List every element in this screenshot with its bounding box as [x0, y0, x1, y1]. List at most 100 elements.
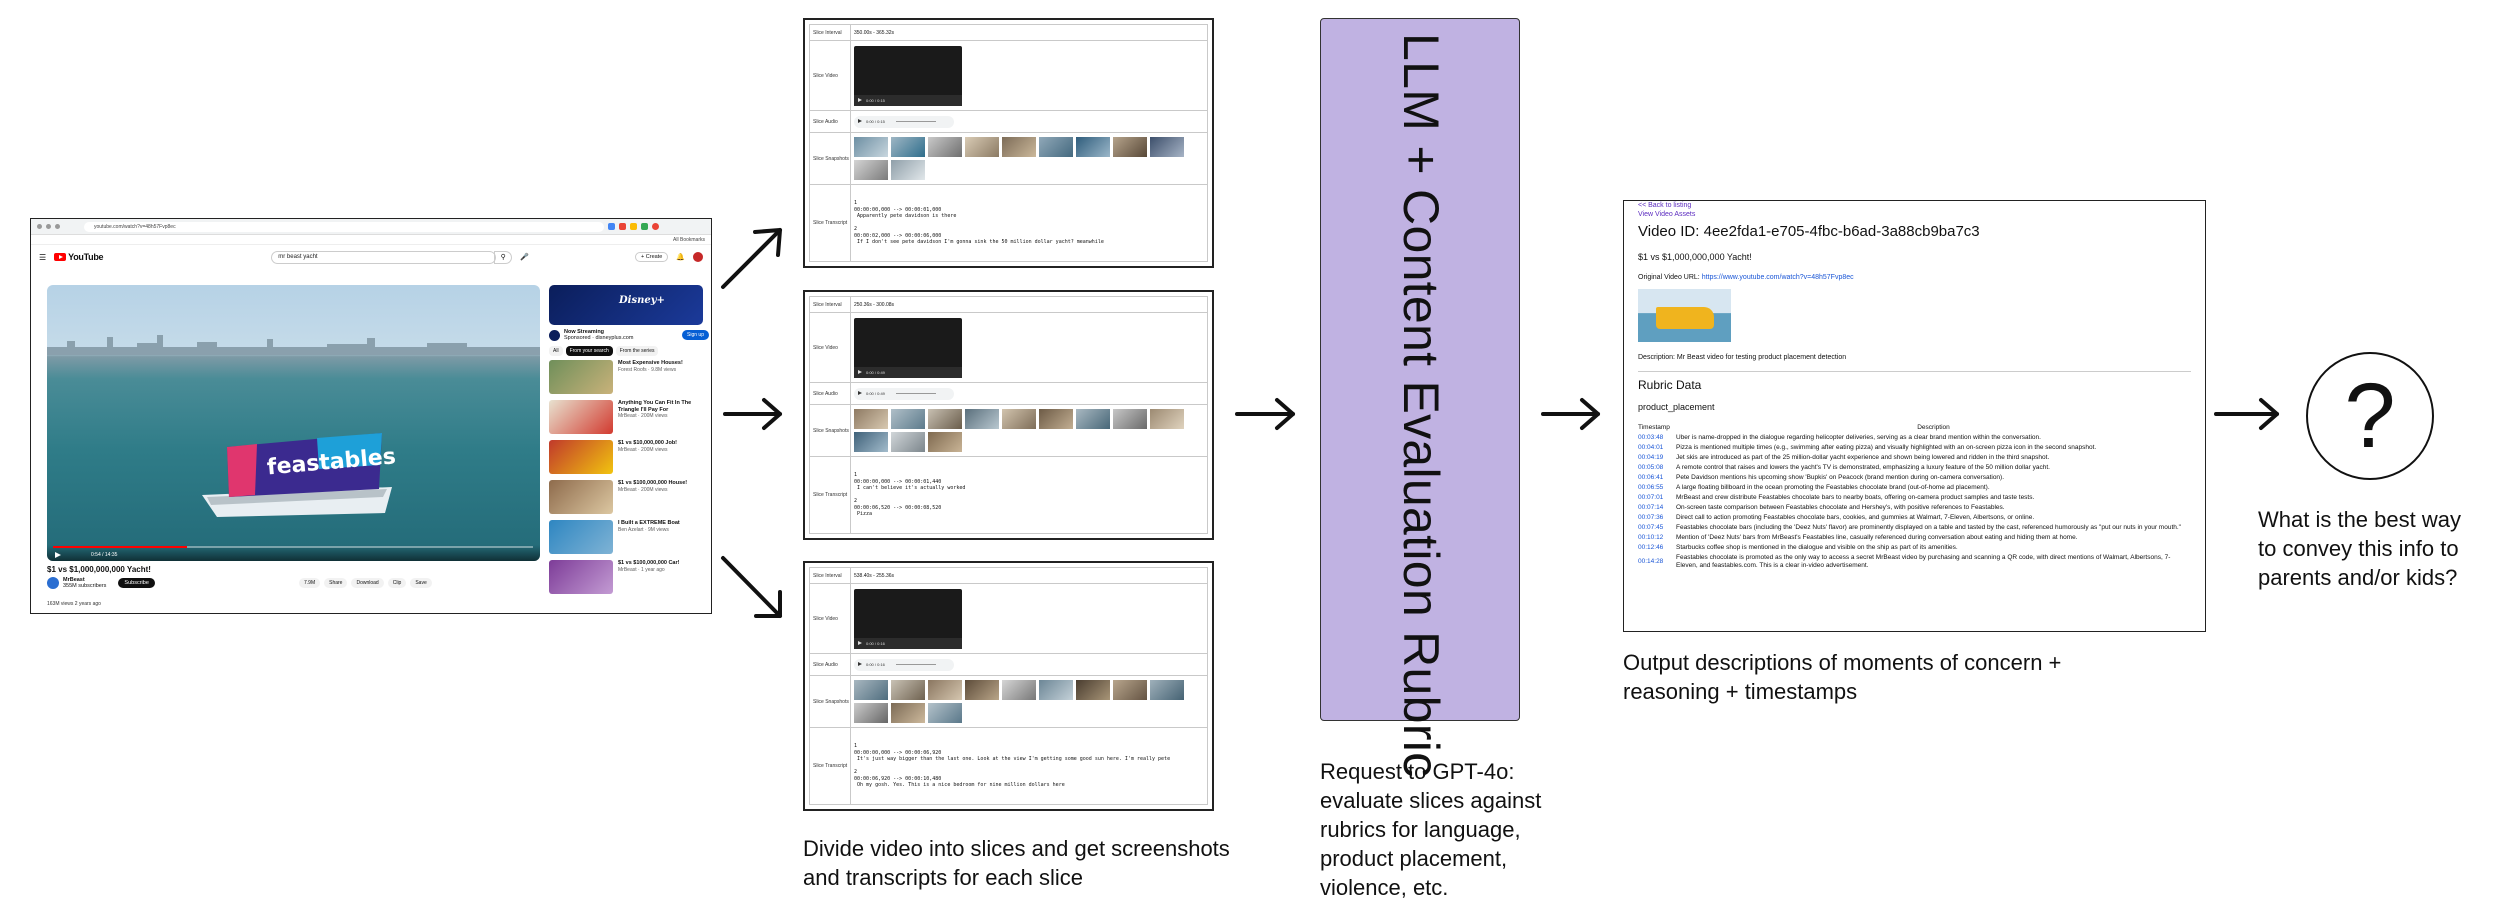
channel-row: MrBeast 355M subscribers Subscribe [47, 577, 155, 589]
slice-audio-player[interactable]: 0:00 / 0:16 [854, 658, 954, 671]
table-row: 00:03:48 Uber is name-dropped in the dial… [1638, 433, 2191, 443]
channel-name[interactable]: MrBeast [63, 577, 85, 583]
search-icon[interactable]: ⚲ [494, 250, 513, 264]
avatar[interactable] [693, 252, 703, 262]
all-bookmarks[interactable]: All Bookmarks [673, 237, 705, 243]
timestamp-link[interactable]: 00:06:55 [1638, 484, 1664, 491]
rec-title[interactable]: Most Expensive Houses! [618, 360, 683, 366]
slice-audio-player[interactable]: 0:00 / 0:49 [854, 387, 954, 400]
row-description: Uber is name-dropped in the dialogue reg… [1676, 434, 2041, 441]
search-input[interactable]: mr beast yacht [271, 250, 497, 264]
subscribe-button[interactable]: Subscribe [118, 578, 155, 588]
slice-video-player[interactable]: 0:00 / 0:16 [854, 588, 962, 649]
extension-icon[interactable] [630, 223, 637, 230]
extension-icon[interactable] [641, 223, 648, 230]
timestamp-link[interactable]: 00:03:48 [1638, 434, 1664, 441]
ad-banner[interactable]: Disney+ [549, 285, 703, 325]
recommendation-sidebar: Disney+ Now Streaming Sponsored · disney… [549, 285, 709, 596]
rec-title[interactable]: $1 vs $100,000,000 House! [618, 480, 688, 486]
timestamp-link[interactable]: 00:07:14 [1638, 504, 1664, 511]
timestamp-link[interactable]: 00:04:19 [1638, 454, 1664, 461]
question-mark: ? [2344, 365, 2396, 467]
youtube-logo[interactable]: YouTube [54, 252, 104, 262]
video-player[interactable]: feastables 0:54 / 14:35 [47, 285, 540, 561]
list-item[interactable]: Most Expensive Houses!Forest Roofs · 9.8… [549, 360, 709, 396]
microphone-icon[interactable]: 🎤 [520, 254, 529, 261]
menu-icon[interactable]: ☰ [39, 252, 47, 262]
clip-button[interactable]: Clip [387, 578, 407, 588]
play-icon[interactable] [55, 552, 61, 558]
video-description: Description: Mr Beast video for testing … [1638, 354, 1847, 361]
slice-video-player[interactable]: 0:00 / 0:15 [854, 45, 962, 106]
download-button[interactable]: Download [351, 578, 384, 588]
timestamp-link[interactable]: 00:07:45 [1638, 524, 1664, 531]
video-thumbnail[interactable] [549, 360, 613, 394]
feastables-boat: feastables [202, 433, 397, 517]
list-item[interactable]: $1 vs $100,000,000 Car!MrBeast · 1 year … [549, 560, 709, 596]
forward-icon[interactable] [46, 224, 51, 229]
rec-title[interactable]: Anything You Can Fit In The Triangle I'l… [618, 400, 692, 413]
slice-video-label: Slice Video [809, 40, 851, 111]
timestamp-link[interactable]: 00:04:01 [1638, 444, 1664, 451]
timestamp-link[interactable]: 00:07:36 [1638, 514, 1664, 521]
list-item[interactable]: $1 vs $100,000,000 House!MrBeast · 200M … [549, 480, 709, 516]
slice-transcript: 1 00:00:00,000 --> 00:00:01,440 I can't … [854, 472, 966, 518]
extension-icon[interactable] [608, 223, 615, 230]
save-button[interactable]: Save [410, 578, 432, 588]
timestamp-link[interactable]: 00:05:08 [1638, 464, 1664, 471]
rec-title[interactable]: I Built a EXTREME Boat [618, 520, 680, 526]
channel-avatar[interactable] [47, 577, 59, 589]
timestamp-link[interactable]: 00:10:12 [1638, 534, 1664, 541]
progress-bar[interactable] [53, 546, 533, 548]
chip-from-search[interactable]: From your search [565, 346, 613, 356]
video-thumbnail[interactable] [549, 480, 613, 514]
video-thumbnail[interactable] [549, 520, 613, 554]
filter-chips: All From your search From the series [549, 346, 709, 356]
llm-caption: Request to GPT-4o: evaluate slices again… [1320, 759, 1542, 900]
video-thumbnail [1638, 289, 1731, 342]
notifications-icon[interactable]: 🔔 [676, 254, 685, 261]
timestamp-link[interactable]: 00:12:46 [1638, 544, 1664, 551]
back-icon[interactable] [37, 224, 42, 229]
timestamp-header: Timestamp [1638, 424, 1670, 431]
address-bar[interactable]: youtube.com/watch?v=48h57Fvp8ec [84, 221, 604, 232]
ad-sponsor: Sponsored · disneyplus.com [564, 335, 634, 341]
slice-video-label: Slice Video [809, 583, 851, 654]
original-url-link[interactable]: https://www.youtube.com/watch?v=48h57Fvp… [1701, 274, 1854, 281]
video-thumbnail[interactable] [549, 400, 613, 434]
rec-title[interactable]: $1 vs $100,000,000 Car! [618, 560, 680, 566]
table-row: 00:04:01 Pizza is mentioned multiple time… [1638, 443, 2191, 453]
slice-video-player[interactable]: 0:00 / 0:49 [854, 317, 962, 378]
video-thumbnail[interactable] [549, 560, 613, 594]
profile-icon[interactable] [652, 223, 659, 230]
reload-icon[interactable] [55, 224, 60, 229]
row-description: Pizza is mentioned multiple times (e.g.,… [1676, 444, 2097, 451]
slice-audio-label: Slice Audio [809, 653, 851, 676]
video-time: 0:54 / 14:35 [91, 552, 118, 558]
like-button[interactable]: 7.9M [299, 578, 321, 588]
video-thumbnail[interactable] [549, 440, 613, 474]
rec-meta: MrBeast · 200M views [618, 446, 668, 453]
create-button[interactable]: + Create [635, 252, 669, 262]
list-item[interactable]: $1 vs $10,000,000 Job!MrBeast · 200M vie… [549, 440, 709, 476]
share-button[interactable]: Share [324, 578, 348, 588]
back-to-listing-link[interactable]: << Back to listing [1638, 202, 1692, 209]
list-item[interactable]: Anything You Can Fit In The Triangle I'l… [549, 400, 709, 436]
slice-video-time: 0:00 / 0:49 [854, 366, 962, 378]
timestamp-link[interactable]: 00:06:41 [1638, 474, 1664, 481]
extension-icon[interactable] [619, 223, 626, 230]
rec-text: $1 vs $100,000,000 Car!MrBeast · 1 year … [618, 560, 679, 596]
view-video-assets-link[interactable]: View Video Assets [1638, 211, 1696, 218]
rec-title[interactable]: $1 vs $10,000,000 Job! [618, 440, 678, 446]
chip-all[interactable]: All [549, 346, 563, 356]
timestamp-link[interactable]: 00:14:28 [1638, 558, 1664, 565]
chip-from-series[interactable]: From the series [615, 346, 659, 356]
signup-button[interactable]: Sign up [682, 330, 709, 340]
timestamp-link[interactable]: 00:07:01 [1638, 494, 1664, 501]
slice-audio-player[interactable]: 0:00 / 0:15 [854, 115, 954, 128]
